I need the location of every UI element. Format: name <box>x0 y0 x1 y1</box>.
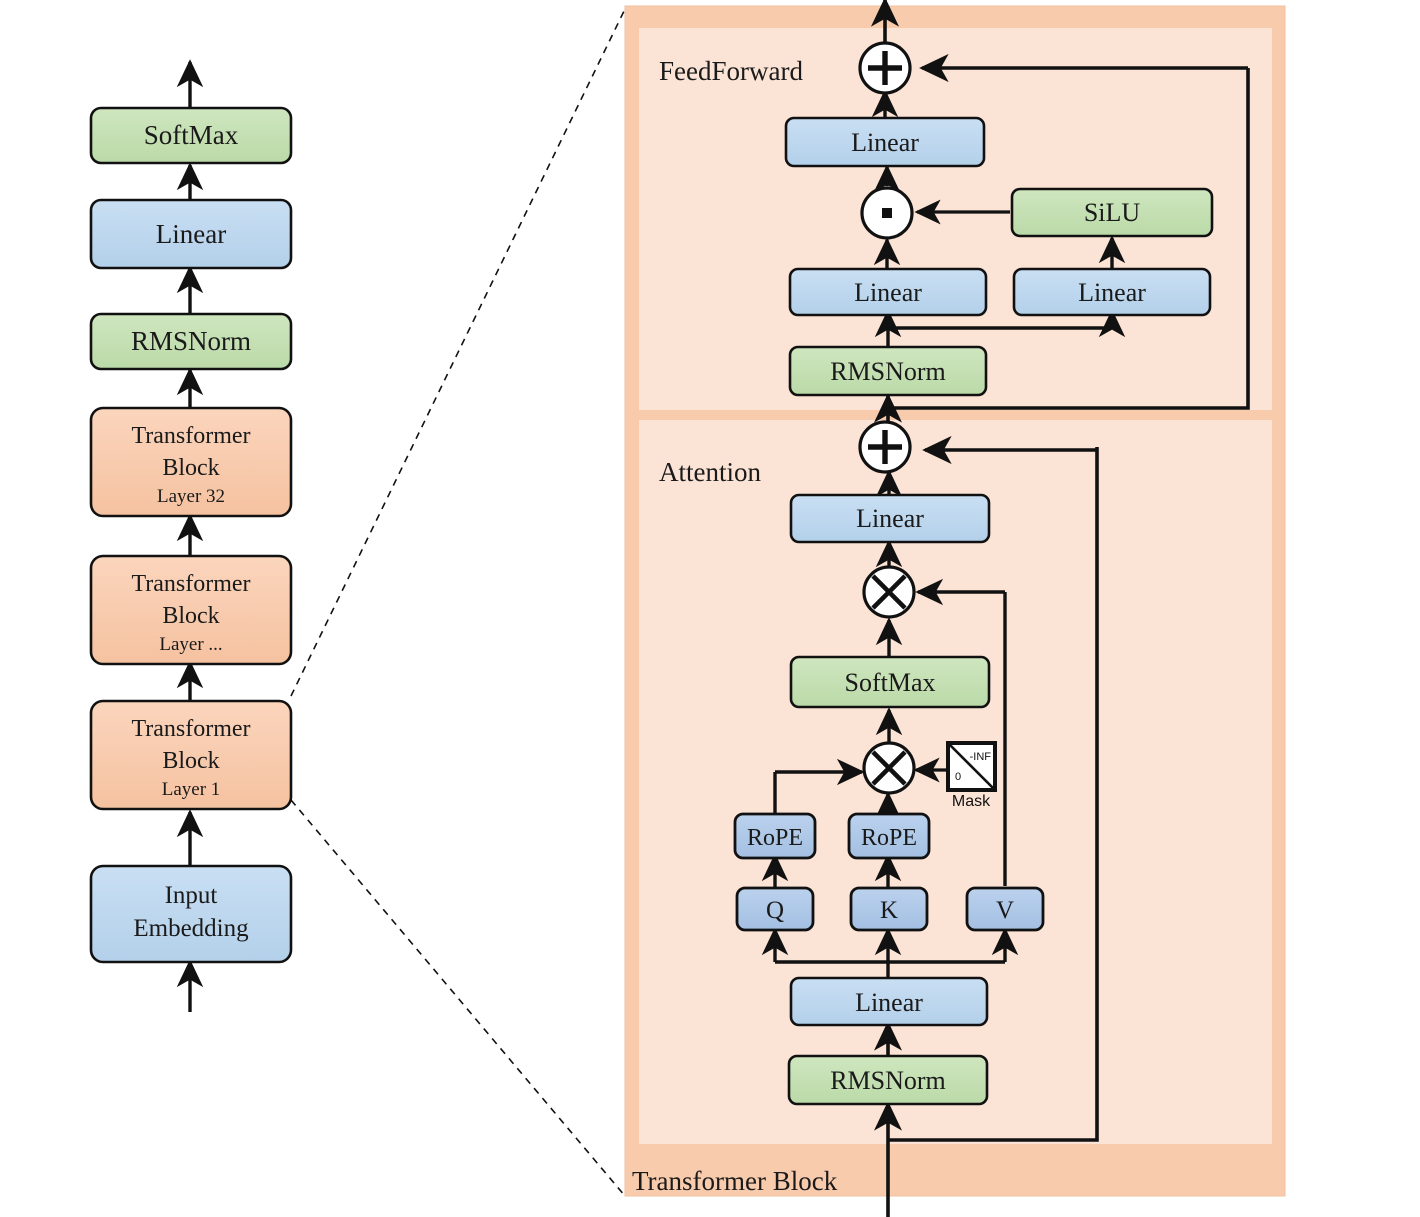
left-block-linear[interactable]: Linear <box>89 198 293 270</box>
ff-silu-label: SiLU <box>1084 198 1141 227</box>
left-block-transformer-layer-mid-sub: Layer ... <box>159 634 222 655</box>
attn-rope-k-label: RoPE <box>861 825 917 851</box>
attn-q[interactable]: Q <box>735 886 815 932</box>
attn-v-label: V <box>996 897 1014 924</box>
attn-linear-out-label: Linear <box>856 504 924 533</box>
ff-linear-up[interactable]: Linear <box>788 267 988 317</box>
attn-k[interactable]: K <box>849 886 929 932</box>
left-block-linear-label: Linear <box>156 219 226 249</box>
left-block-transformer-layer-32-sub: Layer 32 <box>157 486 225 507</box>
attn-softmax-label: SoftMax <box>845 668 936 697</box>
attn-rope-k[interactable]: RoPE <box>847 812 931 860</box>
detail-wires <box>761 0 1250 1217</box>
transformer-block-outer-label: Transformer Block <box>632 1166 838 1196</box>
op-matmul-scores <box>862 741 916 795</box>
left-block-rmsnorm-label: RMSNorm <box>131 326 251 356</box>
op-matmul-values <box>862 565 916 619</box>
left-block-transformer-layer-mid-line1: Transformer <box>131 571 250 597</box>
ff-rmsnorm[interactable]: RMSNorm <box>788 345 988 397</box>
ff-linear-gate-label: Linear <box>1078 278 1146 307</box>
attn-rope-q-label: RoPE <box>747 825 803 851</box>
attn-rope-q[interactable]: RoPE <box>733 812 817 860</box>
ff-linear-up-label: Linear <box>854 278 922 307</box>
callout-lines <box>290 8 626 1197</box>
attn-linear-qkv-label: Linear <box>855 988 923 1017</box>
attn-linear-qkv[interactable]: Linear <box>789 976 989 1027</box>
left-block-transformer-layer-mid[interactable]: Transformer Block Layer ... <box>89 554 293 666</box>
op-elementwise-multiply <box>860 186 914 240</box>
mask-lower-value: 0 <box>955 771 961 783</box>
ff-rmsnorm-label: RMSNorm <box>830 357 946 386</box>
left-block-transformer-layer-32-line2: Block <box>162 455 219 481</box>
ff-linear-down-label: Linear <box>851 128 919 157</box>
attn-rmsnorm[interactable]: RMSNorm <box>787 1054 989 1106</box>
feedforward-section-label: FeedForward <box>659 56 803 86</box>
mask-upper-value: -INF <box>970 751 992 763</box>
mask-label: Mask <box>952 793 991 810</box>
model-overview-stack: SoftMax Linear RMSNorm Transformer Block… <box>89 59 293 1012</box>
left-block-transformer-layer-32[interactable]: Transformer Block Layer 32 <box>89 406 293 518</box>
left-block-transformer-layer-1-line2: Block <box>162 748 219 774</box>
left-block-input-embedding[interactable]: Input Embedding <box>89 864 293 964</box>
left-block-transformer-layer-32-line1: Transformer <box>131 423 250 449</box>
causal-mask-icon: -INF 0 Mask <box>946 741 997 810</box>
attn-linear-out[interactable]: Linear <box>789 493 991 544</box>
attn-q-label: Q <box>766 897 784 924</box>
ff-linear-gate[interactable]: Linear <box>1012 267 1212 317</box>
left-block-rmsnorm[interactable]: RMSNorm <box>89 312 293 371</box>
op-add-attention <box>858 420 912 474</box>
attention-section-label: Attention <box>659 457 761 487</box>
attn-softmax[interactable]: SoftMax <box>789 655 991 709</box>
attn-k-label: K <box>880 897 898 924</box>
left-block-input-embedding-line2: Embedding <box>133 915 249 942</box>
left-block-transformer-layer-1-line1: Transformer <box>131 716 250 742</box>
attn-rmsnorm-label: RMSNorm <box>830 1066 946 1095</box>
left-block-input-embedding-line1: Input <box>165 882 218 909</box>
op-add-feedforward <box>858 41 912 95</box>
left-block-softmax[interactable]: SoftMax <box>89 106 293 165</box>
left-block-transformer-layer-mid-line2: Block <box>162 603 219 629</box>
left-block-transformer-layer-1-sub: Layer 1 <box>162 779 221 800</box>
attn-v[interactable]: V <box>965 886 1045 932</box>
ff-silu[interactable]: SiLU <box>1010 187 1214 238</box>
left-block-softmax-label: SoftMax <box>144 120 239 150</box>
ff-linear-down[interactable]: Linear <box>784 116 986 168</box>
left-block-transformer-layer-1[interactable]: Transformer Block Layer 1 <box>89 699 293 811</box>
